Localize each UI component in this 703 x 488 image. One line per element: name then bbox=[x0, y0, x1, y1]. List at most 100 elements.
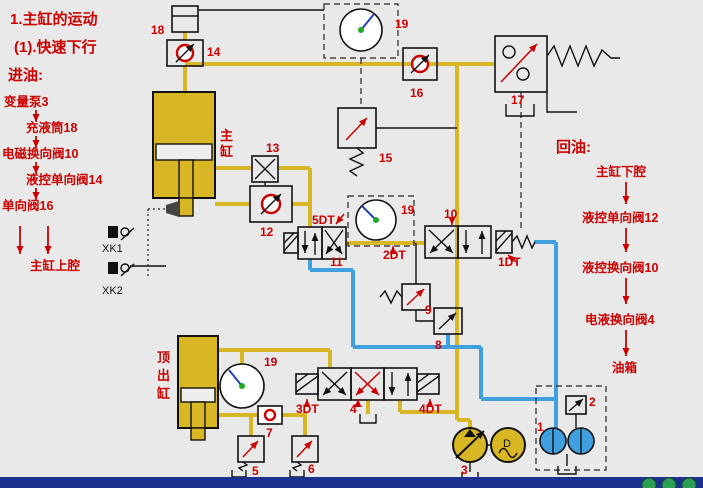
component-label-15: 15 bbox=[379, 151, 393, 165]
nav-button-3[interactable] bbox=[681, 477, 697, 488]
solenoid-label-4dt: 4DT bbox=[419, 402, 442, 416]
pilot-check-valve-14: 14 bbox=[166, 39, 221, 67]
tank-symbols bbox=[231, 104, 577, 481]
tank-icon bbox=[505, 104, 535, 117]
xk2-label: XK2 bbox=[102, 285, 123, 297]
nav-buttons bbox=[641, 477, 697, 488]
inlet-flow-notes: 1.主缸的运动 (1).快速下行 进油: 变量泵3 充液筒18 电磁换向阀10 … bbox=[2, 10, 102, 273]
component-label-9: 9 bbox=[425, 303, 432, 317]
motor-label: D bbox=[503, 438, 511, 450]
charging-cylinder-18: 18 bbox=[151, 5, 199, 37]
main-cylinder: 主 缸 bbox=[152, 91, 233, 217]
check-valve-7: 7 bbox=[257, 405, 283, 440]
valve-13: 13 bbox=[251, 141, 280, 183]
limit-cam bbox=[166, 201, 179, 217]
slide-title-line2: (1).快速下行 bbox=[14, 38, 97, 56]
piston-rod-end bbox=[190, 427, 206, 441]
spring-icon bbox=[511, 234, 536, 250]
relief-valve-15: 15 bbox=[337, 107, 393, 177]
component-label-17: 17 bbox=[511, 93, 525, 107]
ejector-cylinder: 顶 出 缸 bbox=[156, 335, 219, 441]
pressure-gauge-bottom-19: 19 bbox=[219, 355, 278, 409]
inlet-step: 主缸上腔 bbox=[30, 258, 81, 273]
solenoid-label-2dt: 2DT bbox=[383, 248, 406, 262]
filter-group-1-2: 2 1 bbox=[537, 395, 596, 455]
return-step: 油箱 bbox=[612, 360, 638, 375]
component-label-19: 19 bbox=[401, 203, 415, 217]
solenoid-hatch bbox=[416, 373, 440, 393]
component-label-5: 5 bbox=[252, 464, 259, 478]
component-label-3: 3 bbox=[461, 463, 468, 477]
spring-icon bbox=[379, 289, 403, 305]
check-valve-16: 16 bbox=[402, 47, 438, 100]
valve-8: 8 bbox=[433, 307, 463, 352]
inlet-step: 变量泵3 bbox=[4, 94, 49, 109]
tank-icon bbox=[359, 414, 377, 424]
inlet-step: 充液筒18 bbox=[26, 120, 77, 135]
return-step: 主缸下腔 bbox=[596, 164, 647, 179]
directional-valve-4: 3DT 4 4DT bbox=[295, 367, 442, 416]
return-step: 液控单向阀12 bbox=[582, 210, 658, 225]
pressure-piping bbox=[183, 32, 495, 436]
inlet-step: 电磁换向阀10 bbox=[2, 146, 78, 161]
pressure-gauge-mid-19: 19 bbox=[355, 199, 415, 241]
return-step: 电液换向阀4 bbox=[585, 312, 655, 327]
return-step: 液控换向阀10 bbox=[582, 260, 658, 275]
piston-rod bbox=[190, 401, 206, 429]
slide-title-line1: 1.主缸的运动 bbox=[10, 10, 98, 28]
relief-valve-5: 5 bbox=[237, 435, 265, 478]
component-label-12: 12 bbox=[260, 225, 274, 239]
component-label-11: 11 bbox=[330, 255, 343, 269]
component-label-16: 16 bbox=[410, 86, 424, 100]
return-piping bbox=[308, 240, 558, 430]
solenoid-hatch bbox=[495, 230, 513, 252]
pressure-gauge-top-19: 19 bbox=[339, 8, 409, 52]
return-header: 回油: bbox=[556, 138, 591, 156]
spring-icon bbox=[291, 461, 303, 472]
pilot-and-connector-lines bbox=[147, 3, 607, 472]
piston bbox=[155, 143, 213, 161]
spring-icon bbox=[348, 147, 365, 177]
inlet-step: 单向阀16 bbox=[2, 198, 53, 213]
piston-rod-end bbox=[178, 197, 194, 217]
valve-9: 9 bbox=[379, 283, 432, 317]
solenoid-label-3dt: 3DT bbox=[296, 402, 319, 416]
pilot-check-valve-12: 12 bbox=[249, 185, 293, 239]
pilot-directional-valve-10: 10 1DT bbox=[424, 207, 536, 269]
component-label-19: 19 bbox=[395, 17, 409, 31]
component-label-4: 4 bbox=[350, 402, 357, 416]
pressure-relay-17: 17 bbox=[494, 35, 620, 107]
component-label-19: 19 bbox=[264, 355, 278, 369]
inlet-step: 液控单向阀14 bbox=[26, 172, 102, 187]
piston bbox=[180, 387, 216, 403]
component-label-10: 10 bbox=[444, 207, 458, 221]
pump-outlet-arrow-icon bbox=[464, 429, 476, 437]
solenoid-valve-11: 5DT 11 bbox=[283, 213, 347, 269]
nav-button-2[interactable] bbox=[661, 477, 677, 488]
tank-icon bbox=[557, 466, 577, 475]
inlet-header: 进油: bbox=[8, 66, 43, 84]
main-cylinder-label: 主 bbox=[220, 128, 233, 143]
taskbar bbox=[0, 477, 703, 488]
limit-switch-xk2: XK2 bbox=[102, 262, 166, 297]
component-label-2: 2 bbox=[589, 395, 596, 409]
relief-valve-6: 6 bbox=[291, 435, 319, 476]
spring-icon bbox=[546, 44, 620, 68]
component-label-14: 14 bbox=[207, 45, 221, 59]
solenoid-hatch bbox=[283, 232, 299, 252]
return-flow-notes: 回油: 主缸下腔 液控单向阀12 液控换向阀10 电液换向阀4 油箱 bbox=[556, 138, 658, 375]
solenoid-hatch bbox=[295, 373, 319, 393]
nav-button-1[interactable] bbox=[641, 477, 657, 488]
component-label-6: 6 bbox=[308, 462, 315, 476]
component-label-13: 13 bbox=[266, 141, 280, 155]
component-label-7: 7 bbox=[266, 426, 273, 440]
component-label-18: 18 bbox=[151, 23, 165, 37]
solenoid-label-2dt-group: 2DT bbox=[383, 246, 406, 262]
ejector-cylinder-label: 顶 bbox=[157, 350, 170, 365]
solenoid-label-5dt: 5DT bbox=[312, 213, 335, 227]
ejector-cylinder-label: 出 bbox=[157, 368, 170, 383]
ac-wave-icon bbox=[498, 447, 518, 459]
variable-pump-3: 3 bbox=[452, 427, 488, 477]
